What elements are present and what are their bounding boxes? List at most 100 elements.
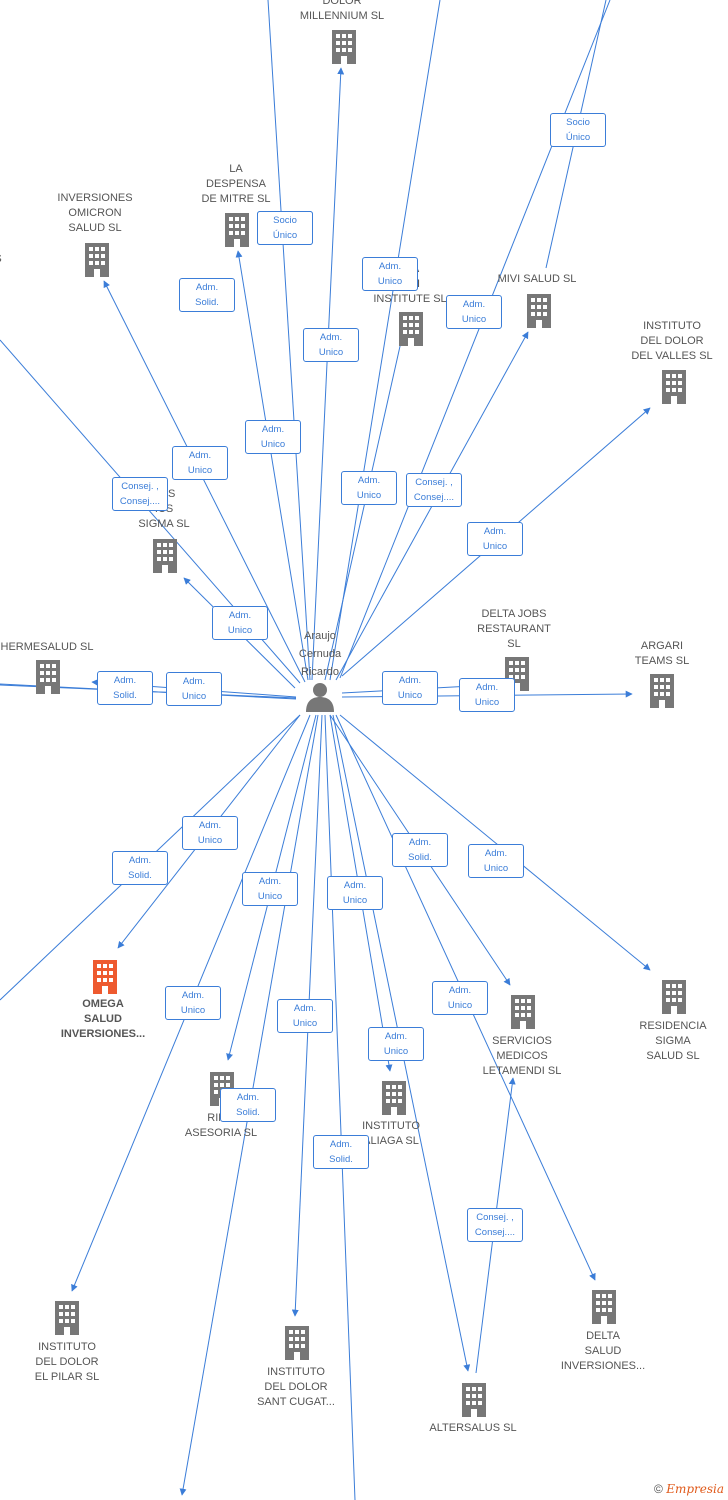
relation-badge[interactable]: Adm. Unico [467,522,523,556]
company-node[interactable]: LA DESPENSA DE MITRE SL [171,162,301,207]
company-node[interactable]: ARGARI TEAMS SL [597,639,727,669]
relation-badge[interactable]: Adm.Unico [459,678,515,712]
relation-badge[interactable]: Adm.Unico [327,876,383,910]
building-icon[interactable] [55,1301,79,1335]
relation-text: Consej.... [119,496,161,507]
relation-badge[interactable]: Adm.Solid. [97,671,153,705]
relation-badge[interactable]: Adm. Solid. [313,1135,369,1169]
relation-badge[interactable]: Adm.Solid. [112,851,168,885]
company-name: INSTITUTO ALIAGA SL [362,1120,420,1147]
company-name: INSTITUTO DEL DOLOR SANT CUGAT... [257,1366,335,1408]
company-name: HERMESALUD SL [0,641,94,653]
company-node[interactable]: RESIDENCIA SIGMA SALUD SL [608,1019,728,1064]
relation-badge[interactable]: Adm.Unico [212,606,268,640]
relation-badge[interactable]: Consej. , Consej.... [467,1208,523,1242]
relation-badge[interactable]: Adm.Unico [245,420,301,454]
building-icon[interactable] [153,539,177,573]
relation-text: Unico [474,697,500,708]
brand-logo: © Empresia [654,1482,724,1496]
edge-line [329,0,441,681]
building-icon[interactable] [285,1326,309,1360]
relation-badge[interactable]: Adm.Solid. [179,278,235,312]
building-icon[interactable] [225,213,249,247]
building-icon[interactable] [332,30,356,64]
relation-badge[interactable]: Adm.Unico [165,986,221,1020]
company-node[interactable]: INSTITUTO DEL DOLOR EL PILAR SL [2,1340,132,1385]
company-node[interactable]: S [0,252,63,267]
company-node[interactable]: SERVICIOS MEDICOS LETAMENDI SL [457,1034,587,1079]
company-name: INSTITUTO DEL DOLOR DEL VALLES SL [631,320,713,362]
person-node[interactable]: Araujo Cernuda Ricardo [260,626,380,680]
relation-badge[interactable]: Adm.Unico [172,446,228,480]
relation-badge[interactable]: Consej. ,Consej.... [406,473,462,507]
building-icon[interactable] [650,674,674,708]
relation-badge[interactable]: Adm.Unico [166,672,222,706]
company-node[interactable]: INSTITUTO DEL DOLOR SANT CUGAT... [231,1365,361,1410]
edge-line [339,0,611,679]
edge-line [235,250,309,681]
building-icon[interactable] [662,980,686,1014]
relation-text: Consej. , [476,1212,514,1223]
relation-badge[interactable]: Adm.Unico [242,872,298,906]
relation-text: Consej. , [415,477,453,488]
edge-line [311,67,345,681]
company-node[interactable]: DOLOR MILLENNIUM SL [277,0,407,24]
company-name: S [0,252,63,267]
person-icon [306,683,334,712]
building-icon[interactable] [382,1081,406,1115]
relation-text: Adm. [236,1092,260,1103]
relation-text: Adm. [228,610,252,621]
company-node[interactable]: DELTA SALUD INVERSIONES... [538,1329,668,1374]
building-icon[interactable] [36,660,60,694]
relation-text: Unico [461,314,487,325]
edge-line [324,714,356,1500]
relation-text: Consej.... [474,1227,516,1238]
relation-text: Adm. [398,675,422,686]
relation-text: Unico [377,276,403,287]
relation-text: Adm. [408,837,432,848]
company-node[interactable]: MIVI SALUD SL [472,272,602,287]
building-icon[interactable] [93,960,117,994]
company-name: DOLOR MILLENNIUM SL [299,0,385,22]
building-icon[interactable] [85,243,109,277]
relation-text: Adm. [483,526,507,537]
building-icon[interactable] [462,1383,486,1417]
relation-text: Unico [257,891,283,902]
company-node[interactable]: ALTERSALUS SL [408,1421,538,1436]
relation-badge[interactable]: Consej. ,Consej.... [112,477,168,511]
company-node[interactable]: RIMA ASESORIA SL [156,1111,286,1141]
building-icon[interactable] [527,294,551,328]
building-icon[interactable] [662,370,686,404]
relation-badge[interactable]: Adm.Unico [303,328,359,362]
relation-badge[interactable]: Adm.Unico [382,671,438,705]
company-node[interactable]: DELTA JOBS RESTAURANT SL [449,607,579,652]
relation-text: Adm. [384,1031,408,1042]
relation-text: Adm. [329,1139,353,1150]
relation-text: Unico [482,541,508,552]
company-node[interactable]: INSTITUTO ALIAGA SL [326,1119,456,1149]
relation-badge[interactable]: Adm.Unico [341,471,397,505]
relation-badge[interactable]: Adm.Solid. [220,1088,276,1122]
building-icon[interactable] [399,312,423,346]
relation-text: Adm. [198,820,222,831]
building-icon[interactable] [592,1290,616,1324]
company-node[interactable]: INVERSIONES OMICRON SALUD SL [30,191,160,236]
building-icon[interactable] [511,995,535,1029]
relation-badge[interactable]: Adm.Unico [468,844,524,878]
company-node[interactable]: OMEGA SALUD INVERSIONES... [38,997,168,1042]
company-name: RIMA ASESORIA SL [184,1112,258,1139]
relation-text: Solid. [329,1154,353,1165]
relation-badge[interactable]: Adm.Unico [432,981,488,1015]
company-name: MIVI SALUD SL [497,273,577,285]
company-node[interactable]: INSTITUTO DEL DOLOR DEL VALLES SL [607,319,728,364]
company-name: INVERSIONES OMICRON SALUD SL [57,192,133,234]
relation-badge[interactable]: Adm.Unico [368,1027,424,1061]
relation-badge[interactable]: Adm.Solid. [392,833,448,867]
relation-badge[interactable]: Adm.Unico [277,999,333,1033]
relation-badge[interactable]: Adm.Unico [362,257,418,291]
relation-badge[interactable]: Adm.Unico [182,816,238,850]
company-node[interactable]: HERMESALUD SL [0,640,112,655]
relation-badge[interactable]: Adm.Unico [446,295,502,329]
